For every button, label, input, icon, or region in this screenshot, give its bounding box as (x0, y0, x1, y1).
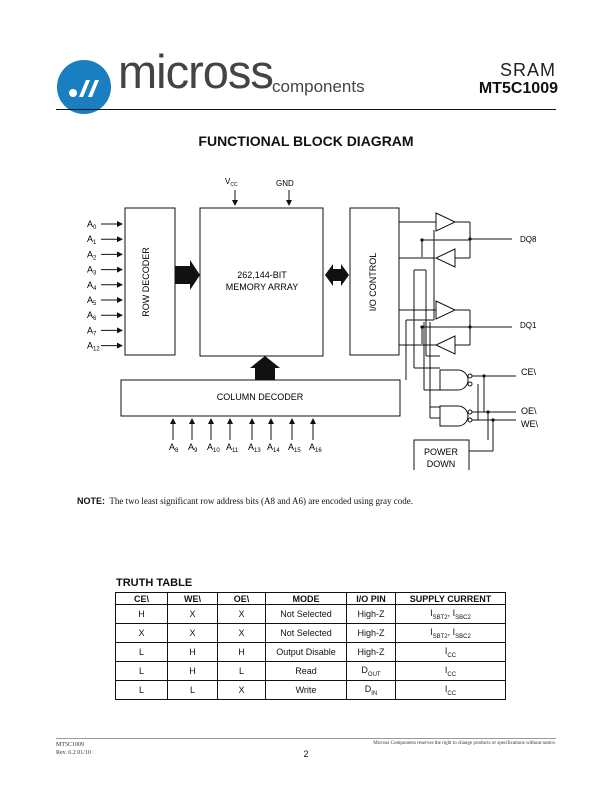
cell-ce: L (115, 680, 168, 700)
address-input-label: A7 (87, 325, 97, 337)
column-to-array-arrow (250, 356, 280, 380)
column-decoder-label: COLUMN DECODER (217, 392, 304, 402)
we-label: WE\ (521, 419, 538, 429)
cell-ce: L (115, 642, 168, 662)
cell-oe: X (217, 680, 266, 700)
cell-we: X (167, 604, 218, 624)
column-input-label: A14 (267, 442, 280, 454)
cell-supply-current: ISBT2, ISBC2 (395, 604, 506, 624)
diagram-note: NOTE: The two least significant row addr… (77, 496, 414, 506)
cell-io-pin: DOUT (346, 661, 396, 681)
truth-table-title: TRUTH TABLE (116, 577, 193, 589)
address-input-label: A1 (87, 234, 97, 246)
io-control-label: I/O CONTROL (368, 253, 378, 312)
cell-mode: Not Selected (265, 604, 347, 624)
cell-oe: H (217, 642, 266, 662)
memory-array-label-2: MEMORY ARRAY (226, 282, 299, 292)
cell-supply-current: ICC (395, 680, 506, 700)
array-io-arrow (325, 264, 349, 286)
cell-mode: Write (265, 680, 347, 700)
address-input-label: A3 (87, 265, 97, 277)
col-mode: MODE (265, 592, 347, 605)
col-ce: CE\ (115, 592, 168, 605)
cell-io-pin: DIN (346, 680, 396, 700)
vcc-label: VCC (225, 177, 238, 188)
logo-subtitle: components (272, 77, 365, 96)
cell-io-pin: High-Z (346, 642, 396, 662)
col-io-pin: I/O PIN (346, 592, 396, 605)
logo-mark-icon (57, 60, 111, 114)
cell-we: X (167, 623, 218, 643)
power-down-block (413, 439, 470, 470)
ce-label: CE\ (521, 367, 537, 377)
cell-we: L (167, 680, 218, 700)
memory-array-block (199, 207, 324, 357)
oe-label: OE\ (521, 406, 537, 416)
doc-type: SRAM (499, 60, 556, 80)
cell-supply-current: ICC (395, 661, 506, 681)
row-to-array-arrow (175, 260, 200, 290)
cell-mode: Not Selected (265, 623, 347, 643)
column-input-label: A15 (288, 442, 301, 454)
footer-left: MT5C1009 Rev. 6.2 01/10 (56, 742, 91, 756)
footer-rule (56, 738, 556, 739)
cell-io-pin: High-Z (346, 623, 396, 643)
cell-mode: Read (265, 661, 347, 681)
cell-io-pin: High-Z (346, 604, 396, 624)
address-input-label: A0 (87, 219, 97, 231)
dq8-label: DQ8 (520, 235, 537, 244)
address-input-label: A6 (87, 310, 97, 322)
footer-disclaimer: Micross Components reserves the right to… (373, 741, 556, 746)
io-control-block (349, 207, 400, 356)
column-input-label: A9 (188, 442, 198, 454)
cell-oe: X (217, 623, 266, 643)
column-input-label: A13 (248, 442, 261, 454)
gnd-label: GND (276, 179, 294, 188)
cell-ce: H (115, 604, 168, 624)
memory-array-label-1: 262,144-BIT (237, 270, 287, 280)
col-oe: OE\ (217, 592, 266, 605)
column-input-label: A16 (309, 442, 322, 454)
dq1-label: DQ1 (520, 321, 537, 330)
column-input-label: A8 (169, 442, 179, 454)
header-rule (56, 109, 556, 110)
cell-mode: Output Disable (265, 642, 347, 662)
part-number: MT5C1009 (478, 80, 558, 97)
cell-ce: X (115, 623, 168, 643)
column-input-label: A11 (226, 442, 239, 454)
cell-supply-current: ICC (395, 642, 506, 662)
cell-we: H (167, 661, 218, 681)
cell-oe: L (217, 661, 266, 681)
address-input-label: A4 (87, 280, 97, 292)
col-supply-current: SUPPLY CURRENT (395, 592, 506, 605)
functional-block-diagram: ROW DECODER 262,144-BIT MEMORY ARRAY I/O… (87, 177, 538, 470)
power-down-label-2: DOWN (427, 459, 456, 469)
page-title: FUNCTIONAL BLOCK DIAGRAM (198, 133, 414, 149)
col-we: WE\ (167, 592, 218, 605)
cell-oe: X (217, 604, 266, 624)
page-number: 2 (303, 749, 309, 759)
truth-table: CE\ WE\ OE\ MODE I/O PIN SUPPLY CURRENT … (115, 592, 506, 700)
cell-we: H (167, 642, 218, 662)
row-decoder-label: ROW DECODER (141, 247, 151, 317)
address-input-label: A5 (87, 295, 97, 307)
power-down-label-1: POWER (424, 447, 459, 457)
address-input-label: A2 (87, 249, 97, 261)
cell-ce: L (115, 661, 168, 681)
truth-table-header: CE\ WE\ OE\ MODE I/O PIN SUPPLY CURRENT (115, 592, 506, 605)
address-input-label: A12 (87, 341, 100, 353)
column-input-label: A10 (207, 442, 220, 454)
cell-supply-current: ISBT2, ISBC2 (395, 623, 506, 643)
logo-wordmark: micross (118, 45, 274, 98)
